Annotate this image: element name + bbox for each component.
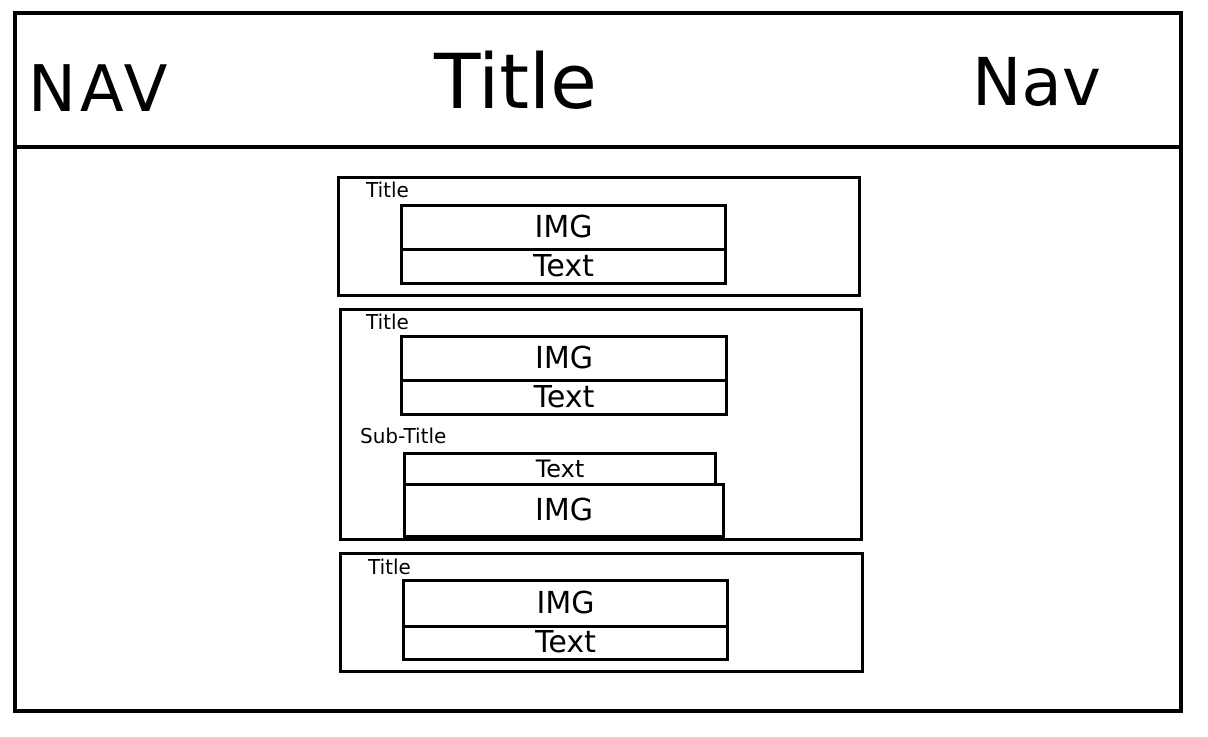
- content-card: [337, 176, 861, 297]
- card-title: Title: [366, 310, 409, 334]
- content-card: [339, 552, 864, 673]
- card-text-label: Text: [533, 379, 595, 415]
- card-subimage: IMG: [403, 483, 725, 538]
- card-subimage-label: IMG: [535, 492, 593, 528]
- header: [13, 11, 1183, 149]
- card-title: Title: [366, 178, 409, 202]
- card-image: IMG: [400, 335, 728, 382]
- content-card: [339, 308, 863, 541]
- card-image-label: IMG: [535, 340, 593, 376]
- card-text-label: Text: [533, 248, 594, 284]
- nav-left[interactable]: NAV: [28, 53, 172, 127]
- card-image-label: IMG: [536, 585, 595, 621]
- page-frame: [13, 11, 1183, 713]
- page-title: Title: [434, 37, 597, 126]
- card-subtitle: Sub-Title: [360, 424, 447, 448]
- card-subtext: Text: [403, 452, 717, 486]
- card-text: Text: [400, 248, 727, 285]
- card-text-label: Text: [535, 625, 596, 660]
- card-subtext-label: Text: [535, 455, 585, 483]
- nav-right[interactable]: Nav: [972, 44, 1101, 121]
- card-image: IMG: [400, 204, 727, 251]
- card-image: IMG: [402, 579, 729, 628]
- card-text: Text: [400, 379, 728, 416]
- card-title: Title: [368, 555, 411, 579]
- card-text: Text: [402, 625, 729, 661]
- card-image-label: IMG: [534, 209, 593, 245]
